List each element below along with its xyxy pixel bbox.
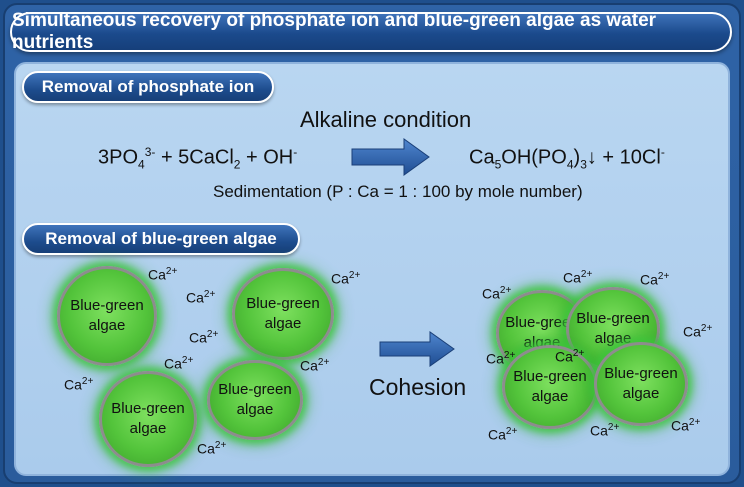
reactant-phosphate: 3PO	[98, 146, 139, 169]
algae-cell: Blue-green algae	[594, 342, 688, 426]
calcium-ion: Ca2+	[189, 329, 219, 346]
product-chloride-charge: -	[660, 145, 665, 159]
calcium-ion: Ca2+	[331, 270, 361, 287]
diagram-title: Simultaneous recovery of phosphate ion a…	[10, 10, 732, 53]
product-ca-subscript: 5	[494, 157, 502, 172]
reactant-hydroxide-charge: -	[293, 145, 298, 159]
product-ca: Ca	[469, 146, 495, 169]
product-paren: )	[573, 146, 581, 169]
section-label-algae: Removal of blue-green algae	[22, 223, 300, 255]
product-oh-po: OH(PO	[501, 146, 567, 169]
cohesion-label: Cohesion	[369, 374, 467, 400]
algae-cell: Blue-green algae	[502, 345, 598, 429]
reactant-calcium-chloride-subscript: 2	[233, 157, 241, 172]
algae-cell: Blue-green algae	[57, 266, 157, 366]
algae-cell: Blue-green algae	[99, 371, 197, 467]
calcium-ion: Ca2+	[197, 440, 227, 457]
calcium-ion: Ca2+	[590, 422, 620, 439]
product-paren-subscript: 3	[580, 157, 587, 172]
calcium-ion: Ca2+	[488, 426, 518, 443]
reactant-calcium-chloride: + 5CaCl	[155, 146, 234, 169]
calcium-ion: Ca2+	[482, 285, 512, 302]
calcium-ion: Ca2+	[164, 355, 194, 372]
calcium-ion: Ca2+	[186, 289, 216, 306]
calcium-ion: Ca2+	[486, 350, 516, 367]
algae-cell: Blue-green algae	[207, 360, 303, 440]
reactant-hydroxide: + OH	[240, 146, 294, 169]
reactants-equation: 3PO43- + 5CaCl2 + OH-	[98, 145, 297, 172]
calcium-ion: Ca2+	[671, 417, 701, 434]
reaction-arrow-icon	[351, 138, 430, 176]
calcium-ion: Ca2+	[64, 376, 94, 393]
reactant-phosphate-charge: 3-	[144, 145, 156, 159]
calcium-ion: Ca2+	[148, 266, 178, 283]
calcium-ion: Ca2+	[640, 271, 670, 288]
calcium-ion: Ca2+	[683, 323, 713, 340]
product-equation: Ca5OH(PO4)3↓ + 10Cl-	[469, 145, 665, 172]
algae-cell: Blue-green algae	[232, 268, 334, 360]
calcium-ion: Ca2+	[300, 357, 330, 374]
condition-label: Alkaline condition	[300, 107, 472, 132]
product-po-subscript: 4	[566, 157, 574, 172]
calcium-ion: Ca2+	[563, 269, 593, 286]
reactant-phosphate-subscript: 4	[138, 157, 145, 172]
sedimentation-note: Sedimentation (P : Ca = 1 : 100 by mole …	[213, 182, 583, 201]
calcium-ion: Ca2+	[555, 348, 585, 365]
product-chloride: ↓ + 10Cl	[586, 146, 661, 169]
cohesion-arrow-icon	[379, 331, 455, 367]
section-label-phosphate: Removal of phosphate ion	[22, 71, 274, 103]
